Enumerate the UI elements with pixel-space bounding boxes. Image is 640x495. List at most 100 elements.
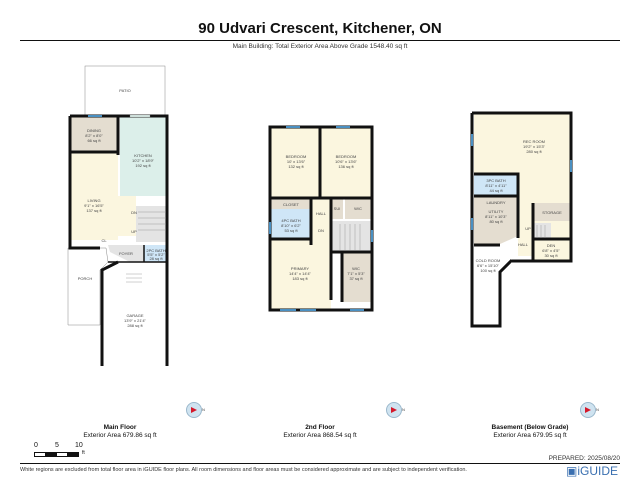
svg-text:8'10" x 6'2": 8'10" x 6'2" <box>281 223 301 228</box>
hall-main <box>118 196 136 236</box>
floor-area: Exterior Area 679.95 sq ft <box>493 432 567 439</box>
prepared-date: PREPARED: 2025/08/20 <box>548 455 620 462</box>
floor-name: Main Floor <box>103 424 137 431</box>
svg-text:66 sq ft: 66 sq ft <box>87 138 101 143</box>
room-rec-room <box>474 114 570 174</box>
svg-text:W/C: W/C <box>354 206 362 211</box>
svg-text:UTILITY: UTILITY <box>489 209 504 214</box>
main-floor-label: Main Floor Exterior Area 679.86 sq ft <box>60 424 180 440</box>
basement-label: Basement (Below Grade) Exterior Area 679… <box>460 424 600 440</box>
room-storage <box>533 203 570 221</box>
svg-text:6'8" x 4'5": 6'8" x 4'5" <box>542 248 560 253</box>
svg-text:183 sq ft: 183 sq ft <box>292 276 308 281</box>
svg-text:PORCH: PORCH <box>78 276 93 281</box>
total-area-subtitle: Main Building: Total Exterior Area Above… <box>232 43 408 50</box>
compass-icon <box>580 402 596 418</box>
compass-icon <box>186 402 202 418</box>
page-title: 90 Udvari Crescent, Kitchener, ON <box>198 20 442 37</box>
iguide-logo-text: iGUIDE <box>577 464 618 478</box>
svg-text:REC ROOM: REC ROOM <box>523 139 545 144</box>
room-primary <box>271 239 331 309</box>
room-wic <box>342 252 371 302</box>
scale-tick: 10 <box>75 442 83 449</box>
svg-text:5'5" x 5'2": 5'5" x 5'2" <box>147 252 165 257</box>
svg-text:KITCHEN: KITCHEN <box>134 153 152 158</box>
svg-text:8'11" x 10'3": 8'11" x 10'3" <box>485 214 507 219</box>
svg-text:192 sq ft: 192 sq ft <box>135 163 151 168</box>
svg-text:DEN: DEN <box>547 243 556 248</box>
disclaimer-text: White regions are excluded from total fl… <box>20 467 467 473</box>
svg-text:PRIMARY: PRIMARY <box>291 266 309 271</box>
svg-text:44 sq ft: 44 sq ft <box>489 188 503 193</box>
room-porch <box>67 247 109 326</box>
svg-text:4PC BATH: 4PC BATH <box>281 218 300 223</box>
svg-text:9'1" x 16'5": 9'1" x 16'5" <box>84 203 104 208</box>
room-hall-2 <box>311 199 331 243</box>
svg-text:8'2" x 8'0": 8'2" x 8'0" <box>85 133 103 138</box>
svg-text:HALL: HALL <box>518 242 529 247</box>
svg-text:2PC BATH: 2PC BATH <box>146 248 165 253</box>
svg-text:WIC: WIC <box>352 266 360 271</box>
svg-text:3PC BATH: 3PC BATH <box>486 178 505 183</box>
svg-text:132 sq ft: 132 sq ft <box>288 164 304 169</box>
svg-text:13'9" x 21'4": 13'9" x 21'4" <box>124 318 147 323</box>
svg-text:288 sq ft: 288 sq ft <box>127 323 143 328</box>
scale-unit: ft <box>82 450 85 456</box>
stairs-basement <box>533 223 551 239</box>
svg-text:LIVING: LIVING <box>87 198 100 203</box>
room-4pc-bath <box>271 209 311 239</box>
room-kitchen <box>120 116 167 196</box>
room-bedroom-2 <box>321 128 371 198</box>
svg-text:28 sq ft: 28 sq ft <box>149 256 163 261</box>
stairs-2nd <box>331 221 371 252</box>
svg-text:DINING: DINING <box>87 128 101 133</box>
room-3pc-bath <box>474 174 518 196</box>
footer-divider <box>20 463 620 464</box>
room-sui <box>331 199 343 219</box>
room-closet <box>271 199 311 209</box>
svg-text:SUI: SUI <box>334 206 341 211</box>
room-utility-laundry <box>474 196 518 244</box>
svg-text:136 sq ft: 136 sq ft <box>338 164 354 169</box>
svg-text:UP: UP <box>525 226 531 231</box>
floor-area: Exterior Area 679.86 sq ft <box>83 432 157 439</box>
svg-text:137 sq ft: 137 sq ft <box>86 208 102 213</box>
svg-text:14'4" x 14'4": 14'4" x 14'4" <box>289 271 312 276</box>
svg-text:UP: UP <box>131 229 137 234</box>
iguide-logo-icon: ▣ <box>565 464 578 478</box>
room-den <box>533 240 570 260</box>
svg-text:53 sq ft: 53 sq ft <box>284 228 298 233</box>
svg-text:LAUNDRY: LAUNDRY <box>486 200 505 205</box>
room-garage <box>102 262 168 366</box>
svg-text:DN: DN <box>318 228 324 233</box>
svg-text:37 sq ft: 37 sq ft <box>349 276 363 281</box>
svg-text:280 sq ft: 280 sq ft <box>526 149 542 154</box>
svg-text:GARAGE: GARAGE <box>126 313 143 318</box>
room-wc <box>345 199 371 219</box>
second-floor-label: 2nd Floor Exterior Area 868.54 sq ft <box>260 424 380 440</box>
room-cold-room <box>474 246 512 325</box>
room-2pc-bath <box>144 245 168 263</box>
svg-text:COLD ROOM: COLD ROOM <box>476 258 501 263</box>
svg-text:CL: CL <box>101 238 107 243</box>
svg-text:DN: DN <box>131 210 137 215</box>
room-patio <box>84 65 166 117</box>
room-dining <box>70 116 118 152</box>
svg-text:19'2" x 15'3": 19'2" x 15'3" <box>523 144 546 149</box>
floor-name: Basement (Below Grade) <box>491 424 569 431</box>
compass-icon <box>386 402 402 418</box>
room-bedroom-1 <box>271 128 319 198</box>
svg-text:7'1" x 5'3": 7'1" x 5'3" <box>347 271 365 276</box>
room-foyer <box>108 245 148 262</box>
svg-text:CLOSET: CLOSET <box>283 202 300 207</box>
floor-area: Exterior Area 868.54 sq ft <box>283 432 357 439</box>
svg-text:6'6" x 15'10": 6'6" x 15'10" <box>477 263 500 268</box>
svg-text:PATIO: PATIO <box>119 88 130 93</box>
svg-text:STORAGE: STORAGE <box>542 210 562 215</box>
floor-name: 2nd Floor <box>305 424 335 431</box>
svg-text:HALL: HALL <box>316 211 327 216</box>
